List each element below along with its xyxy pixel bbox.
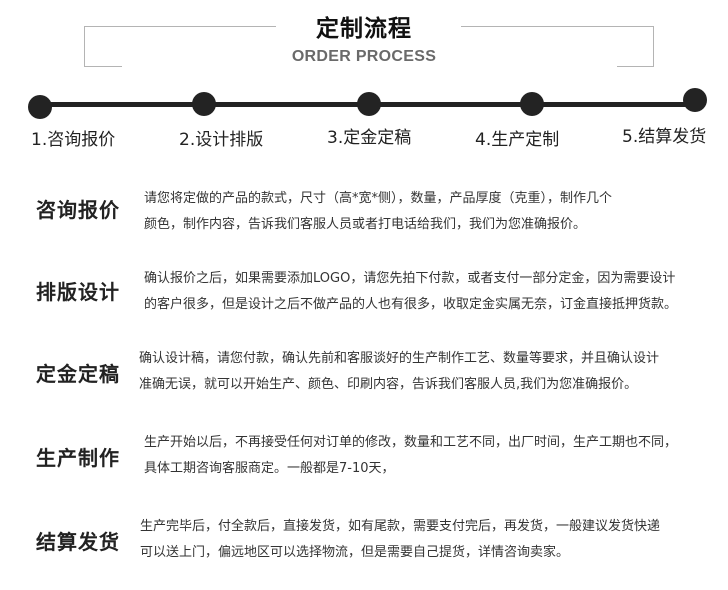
section-title: 咨询报价 xyxy=(36,198,120,222)
section-line: 具体工期咨询客服商定。一般都是7-10天， xyxy=(144,461,395,476)
timeline-dot-4 xyxy=(520,92,544,116)
section-line: 准确无误，就可以开始生产、颜色、印刷内容，告诉我们客服人员,我们为您准确报价。 xyxy=(139,377,638,392)
timeline-dot-2 xyxy=(192,92,216,116)
section-line: 可以送上门，偏远地区可以选择物流，但是需要自己提货，详情咨询卖家。 xyxy=(140,545,570,560)
header-bracket-left-top xyxy=(84,26,276,27)
timeline-step-3-label: 3.定金定稿 xyxy=(327,128,412,148)
section-body: 生产完毕后，付全款后，直接发货，如有尾款，需要支付完后，再发货，一般建议发货快递… xyxy=(140,514,660,566)
timeline-step-4-label: 4.生产定制 xyxy=(475,130,560,150)
header-bracket-right-side xyxy=(653,26,654,67)
section-line: 的客户很多，但是设计之后不做产品的人也有很多，收取定金实属无奈，订金直接抵押货款… xyxy=(144,297,678,312)
section-title: 排版设计 xyxy=(36,280,120,304)
timeline-dot-1 xyxy=(28,95,52,119)
section-title: 结算发货 xyxy=(36,530,120,554)
page-title: 定制流程 xyxy=(316,16,412,42)
section-body: 确认设计稿，请您付款，确认先前和客服谈好的生产制作工艺、数量等要求，并且确认设计… xyxy=(139,346,659,398)
timeline-step-5-label: 5.结算发货 xyxy=(622,127,707,147)
section-line: 确认报价之后，如果需要添加LOGO，请您先拍下付款，或者支付一部分定金，因为需要… xyxy=(144,271,676,286)
page-subtitle: ORDER PROCESS xyxy=(291,48,437,65)
header-bracket-left-bottom xyxy=(84,66,122,67)
section-line: 请您将定做的产品的款式，尺寸（高*宽*侧），数量，产品厚度（克重），制作几个 xyxy=(144,191,613,206)
section-body: 生产开始以后，不再接受任何对订单的修改，数量和工艺不同，出厂时间，生产工期也不同… xyxy=(144,430,677,482)
section-body: 请您将定做的产品的款式，尺寸（高*宽*侧），数量，产品厚度（克重），制作几个 颜… xyxy=(144,186,612,238)
header-bracket-right-bottom xyxy=(617,66,654,67)
header-bracket-left-side xyxy=(84,26,85,67)
section-line: 颜色，制作内容，告诉我们客服人员或者打电话给我们，我们为您准确报价。 xyxy=(144,217,587,232)
section-line: 生产开始以后，不再接受任何对订单的修改，数量和工艺不同，出厂时间，生产工期也不同… xyxy=(144,435,678,450)
timeline-dot-3 xyxy=(357,92,381,116)
section-line: 确认设计稿，请您付款，确认先前和客服谈好的生产制作工艺、数量等要求，并且确认设计 xyxy=(139,351,660,366)
timeline-dot-5 xyxy=(683,88,707,112)
header-bracket-right-top xyxy=(461,26,654,27)
timeline-step-1-label: 1.咨询报价 xyxy=(31,130,116,150)
section-title: 定金定稿 xyxy=(36,362,120,386)
section-title: 生产制作 xyxy=(36,446,120,470)
section-line: 生产完毕后，付全款后，直接发货，如有尾款，需要支付完后，再发货，一般建议发货快递 xyxy=(140,519,661,534)
timeline-step-2-label: 2.设计排版 xyxy=(179,130,264,150)
section-body: 确认报价之后，如果需要添加LOGO，请您先拍下付款，或者支付一部分定金，因为需要… xyxy=(144,266,677,318)
